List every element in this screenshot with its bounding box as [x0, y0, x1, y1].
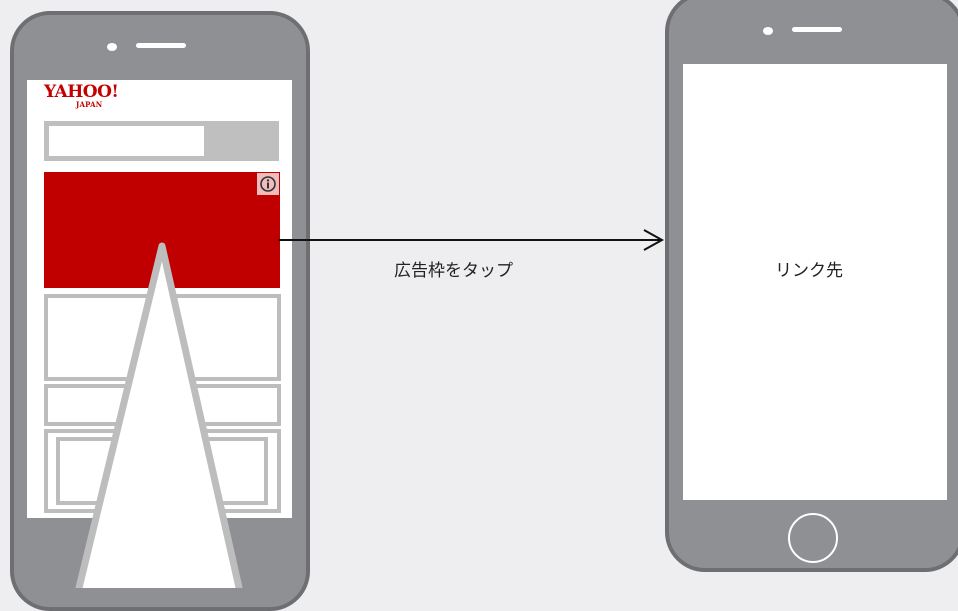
home-button-icon[interactable]: [788, 513, 838, 563]
left-phone-speaker: [136, 43, 186, 48]
right-phone-speaker: [792, 27, 842, 32]
right-phone-screen: [683, 64, 947, 500]
left-phone-camera: [107, 43, 117, 51]
right-phone-camera: [763, 27, 773, 35]
logo-sub-text: JAPAN: [76, 100, 103, 109]
arrow-right-icon: [278, 229, 665, 251]
info-icon[interactable]: [257, 173, 279, 195]
tap-ad-label: 広告枠をタップ: [394, 261, 513, 281]
link-destination-label: リンク先: [775, 261, 843, 281]
search-input[interactable]: [49, 126, 204, 156]
finger-icon: [75, 242, 243, 588]
yahoo-japan-logo: YAHOO! JAPAN: [44, 82, 119, 109]
logo-main-text: YAHOO!: [44, 82, 119, 102]
